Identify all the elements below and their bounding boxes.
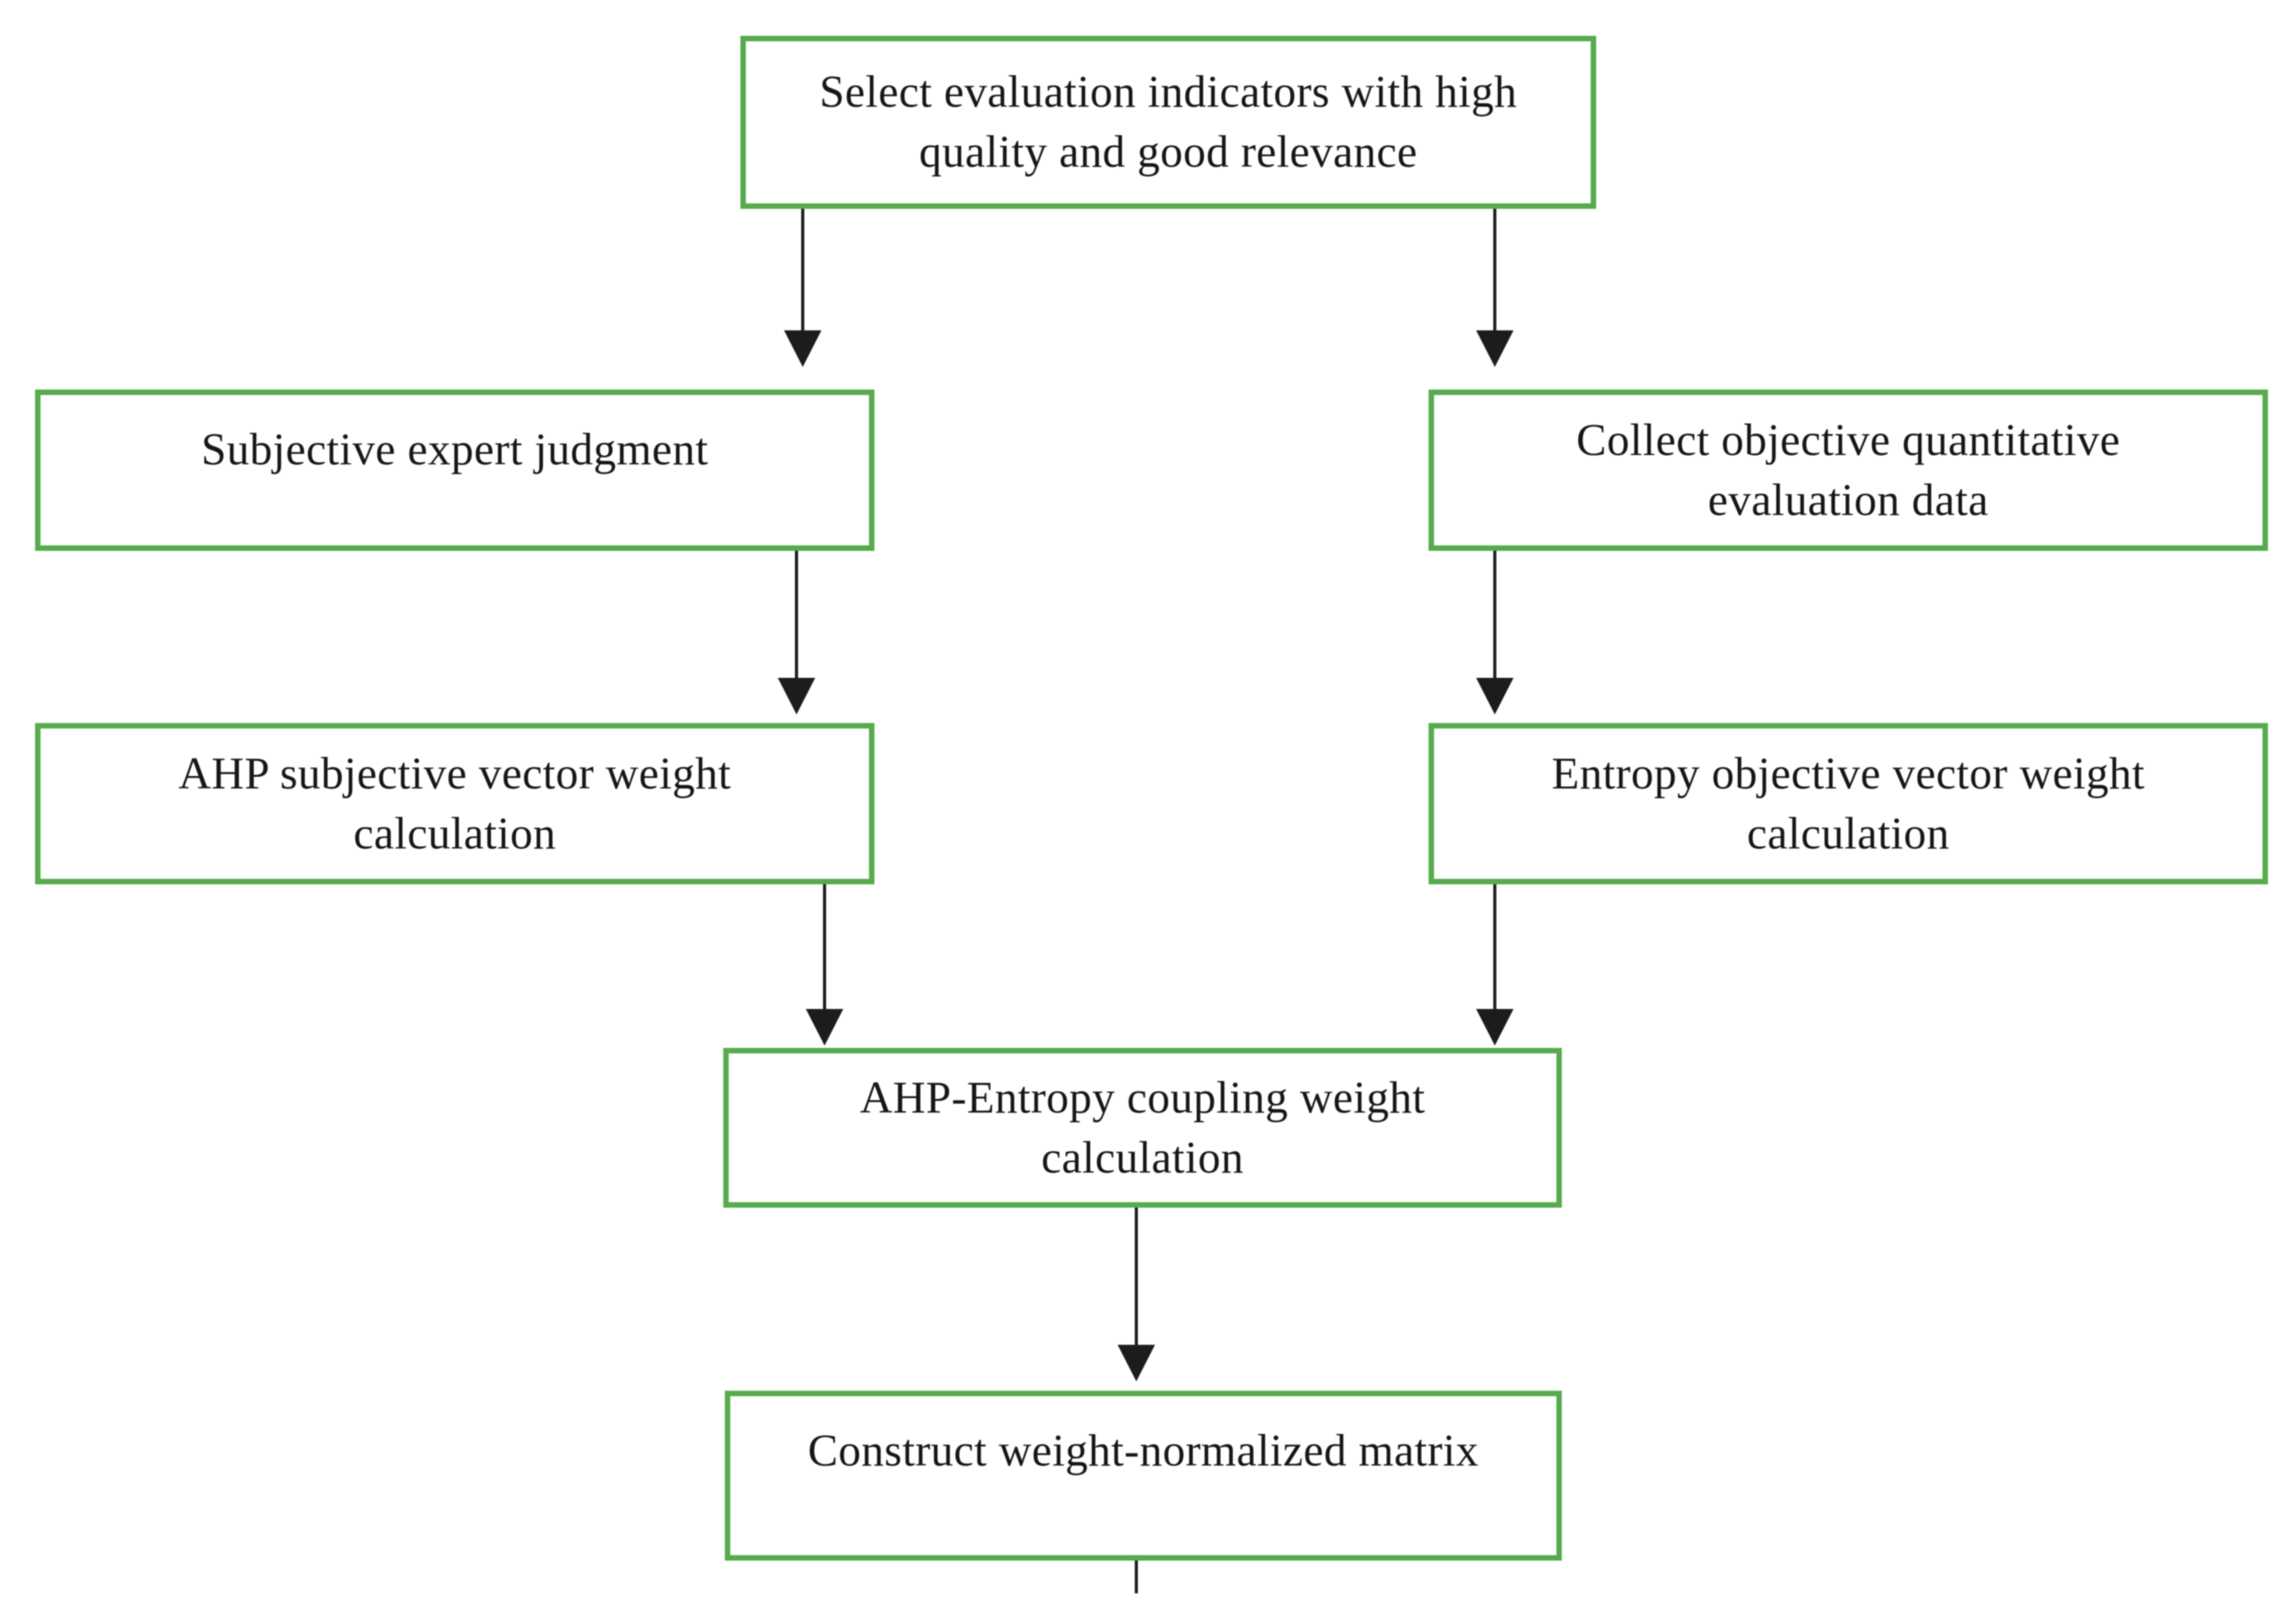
node-coupling-weight: AHP-Entropy coupling weight calculation — [723, 1048, 1562, 1208]
arrow-line — [1493, 884, 1496, 1011]
node-normalized-matrix: Construct weight-normalized matrix — [725, 1391, 1562, 1561]
arrow-top-to-subjective — [784, 209, 821, 367]
arrow-down-icon — [806, 1009, 843, 1046]
arrow-down-icon — [1118, 1345, 1155, 1381]
arrow-down-icon — [1476, 330, 1514, 367]
connector-stub — [1135, 1561, 1138, 1593]
node-collect-data: Collect objective quantitative evaluatio… — [1429, 390, 2268, 551]
node-collect-data-label: Collect objective quantitative evaluatio… — [1576, 414, 2121, 525]
node-entropy-weight: Entropy objective vector weight calculat… — [1429, 723, 2268, 884]
arrow-down-icon — [784, 330, 821, 367]
arrow-collect-to-entropy — [1476, 551, 1514, 714]
arrow-down-icon — [1476, 1009, 1514, 1046]
node-normalized-matrix-label: Construct weight-normalized matrix — [807, 1424, 1479, 1476]
arrow-subjective-to-ahp — [778, 551, 815, 714]
arrow-top-to-collect — [1476, 209, 1514, 367]
arrow-down-icon — [1476, 678, 1514, 714]
arrow-ahp-to-coupling — [806, 884, 843, 1046]
arrow-line — [1493, 551, 1496, 680]
node-ahp-weight-label: AHP subjective vector weight calculation — [178, 747, 732, 859]
arrow-line — [1493, 209, 1496, 333]
arrow-coupling-to-matrix — [1118, 1208, 1155, 1381]
arrow-line — [795, 551, 798, 680]
node-select-indicators: Select evaluation indicators with high q… — [740, 36, 1596, 209]
node-ahp-weight: AHP subjective vector weight calculation — [35, 723, 874, 884]
node-subjective-judgment: Subjective expert judgment — [35, 390, 874, 551]
arrow-line — [801, 209, 804, 333]
node-subjective-judgment-label: Subjective expert judgment — [201, 424, 708, 475]
node-select-indicators-label: Select evaluation indicators with high q… — [819, 66, 1517, 177]
node-coupling-weight-label: AHP-Entropy coupling weight calculation — [860, 1071, 1425, 1183]
arrow-line — [823, 884, 826, 1011]
arrow-line — [1135, 1208, 1138, 1347]
arrow-down-icon — [778, 678, 815, 714]
node-entropy-weight-label: Entropy objective vector weight calculat… — [1551, 747, 2146, 859]
arrow-entropy-to-coupling — [1476, 884, 1514, 1046]
